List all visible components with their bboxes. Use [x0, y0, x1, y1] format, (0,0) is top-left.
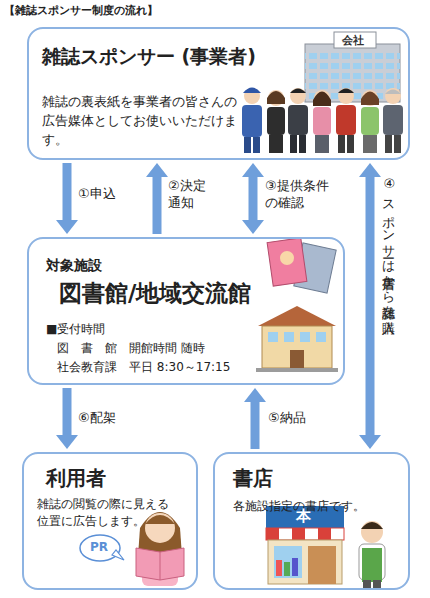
step-label: ③提供条件 の確認 — [265, 178, 333, 212]
step-label: ⑤納品 — [268, 410, 306, 427]
bookstore-box: 書店各施設指定の書店です。 — [213, 452, 410, 590]
flow-arrow — [249, 177, 258, 220]
flow-arrow — [63, 163, 72, 220]
bubble-text: PR — [90, 540, 108, 554]
box-heading: 対象施設 — [46, 255, 102, 275]
magazines — [267, 238, 336, 293]
facility-box: 対象施設図書館/地域交流館 ■受付時間図 書 館 開館時間 随時社会教育課 平日 … — [27, 237, 345, 385]
library-building — [256, 306, 338, 372]
box-body: 雑誌の裏表紙を事業者の皆さんの 広告媒体としてお使いいただけます。 — [42, 93, 247, 150]
box-body: 雑誌の閲覧の際に見える 位置に広告します。 — [37, 496, 177, 531]
bookstore — [266, 506, 344, 584]
facility-name: 図書館/地域交流館 — [59, 277, 251, 310]
box-heading: 利用者 — [46, 464, 106, 493]
flow-arrow — [251, 402, 260, 449]
flow-arrow — [63, 388, 72, 435]
step-label: ②決定 通知 — [168, 178, 210, 212]
box-heading: 書店 — [233, 464, 273, 493]
user-box: 利用者雑誌の閲覧の際に見える 位置に広告します。 — [22, 452, 198, 590]
sign-text: 会社 — [342, 33, 364, 48]
box-heading: 雑誌スポンサー (事業者) — [42, 43, 256, 71]
shopkeeper — [359, 521, 385, 588]
people — [242, 88, 403, 154]
hours-row: 図 書 館 開館時間 随時 — [57, 340, 205, 357]
flow-arrow — [366, 177, 375, 435]
hours-row: 社会教育課 平日 8:30～17:15 — [57, 359, 230, 376]
step-label: ④スポンサーは書店から雑誌を購入 — [380, 176, 397, 311]
step-label: ①申込 — [78, 186, 116, 203]
hours-heading: ■受付時間 — [46, 321, 105, 338]
step-label: ⑥配架 — [78, 410, 116, 427]
diagram-title: 【雑誌スポンサー制度の流れ】 — [4, 3, 158, 18]
sign-text: 本 — [296, 507, 311, 526]
flow-arrow — [153, 177, 162, 234]
